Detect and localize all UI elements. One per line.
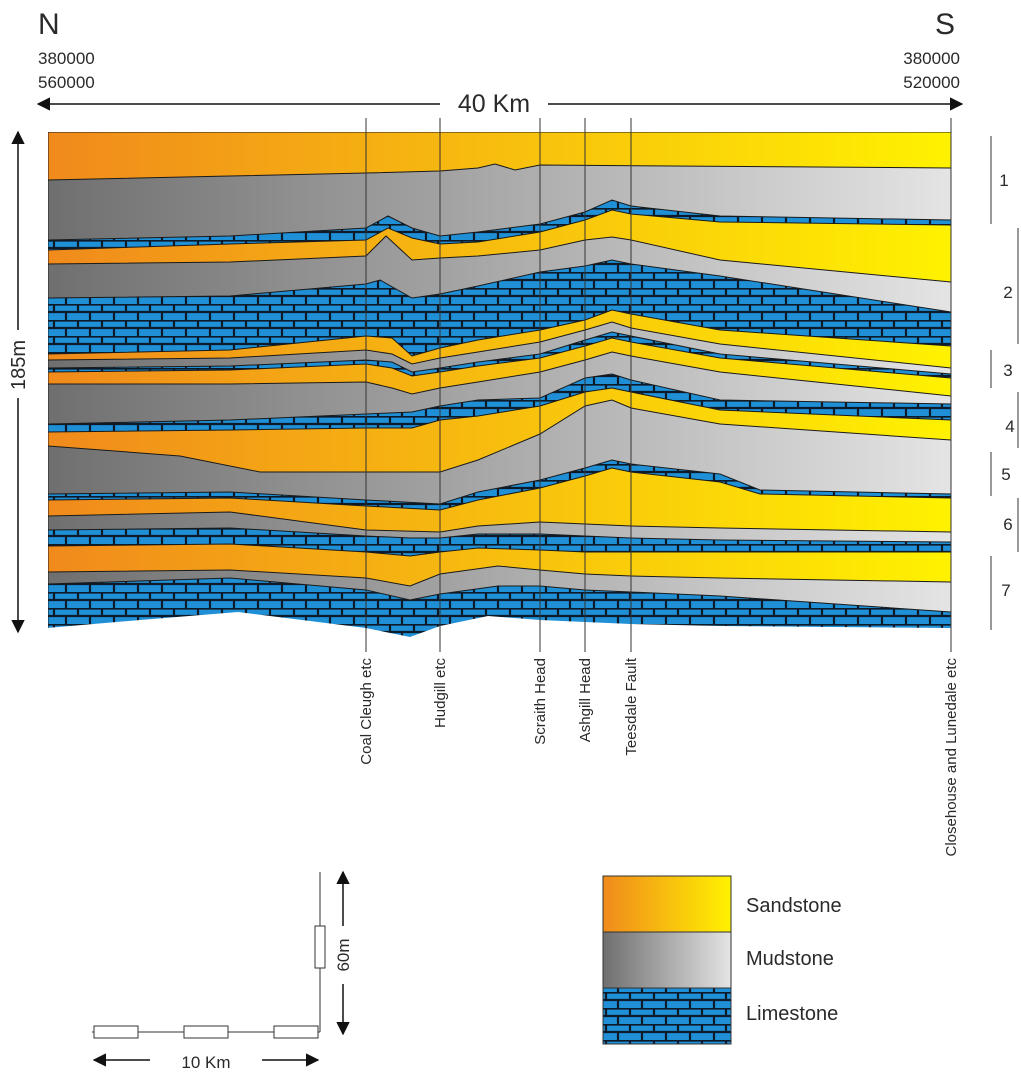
south-coord-northing: 520000 <box>903 73 960 92</box>
thickness-arrow: 185m <box>8 130 30 634</box>
legend-swatch-sandstone <box>602 875 732 933</box>
locality-label: Ashgill Head <box>577 658 594 742</box>
locality-label: Scraith Head <box>532 658 549 745</box>
locality-label: Teesdale Fault <box>623 657 640 755</box>
north-coord-easting: 380000 <box>38 49 95 68</box>
scale-bar <box>92 872 326 1039</box>
locality-labels: Coal Cleugh etc Hudgill etc Scraith Head… <box>358 657 960 856</box>
legend-swatch-mudstone <box>602 931 732 989</box>
thickness-label: 185m <box>8 340 30 390</box>
unit-number: 4 <box>1005 417 1014 436</box>
legend-label-mudstone: Mudstone <box>746 948 834 970</box>
unit-number: 2 <box>1003 283 1012 302</box>
section-base-mask <box>47 612 951 660</box>
legend-label-limestone: Limestone <box>746 1003 838 1025</box>
locality-label: Coal Cleugh etc <box>358 658 375 765</box>
north-coord-northing: 560000 <box>38 73 95 92</box>
locality-lines <box>365 118 952 652</box>
length-arrow: 40 Km <box>36 90 964 118</box>
north-label: N <box>38 8 60 41</box>
locality-label: Hudgill etc <box>432 658 449 729</box>
scale-horizontal-label: 10 Km <box>181 1053 230 1072</box>
unit-number: 7 <box>1001 581 1010 600</box>
unit-number: 3 <box>1003 361 1012 380</box>
cross-section <box>48 132 951 637</box>
locality-label: Closehouse and Lunedale etc <box>943 658 960 857</box>
unit-number: 5 <box>1001 465 1010 484</box>
length-label: 40 Km <box>458 90 530 118</box>
scale-arrows: 10 Km 60m <box>92 870 353 1072</box>
legend-label-sandstone: Sandstone <box>746 895 842 917</box>
south-coord-easting: 380000 <box>903 49 960 68</box>
legend-swatch-limestone <box>602 987 732 1045</box>
unit-number: 6 <box>1003 515 1012 534</box>
legend: Sandstone Mudstone Limestone <box>602 875 842 1045</box>
unit-brackets <box>990 136 1019 630</box>
unit-number: 1 <box>999 171 1008 190</box>
unit-numbers: 1 2 3 4 5 6 7 <box>999 171 1014 600</box>
scale-vertical-label: 60m <box>334 938 353 971</box>
south-label: S <box>935 8 955 41</box>
